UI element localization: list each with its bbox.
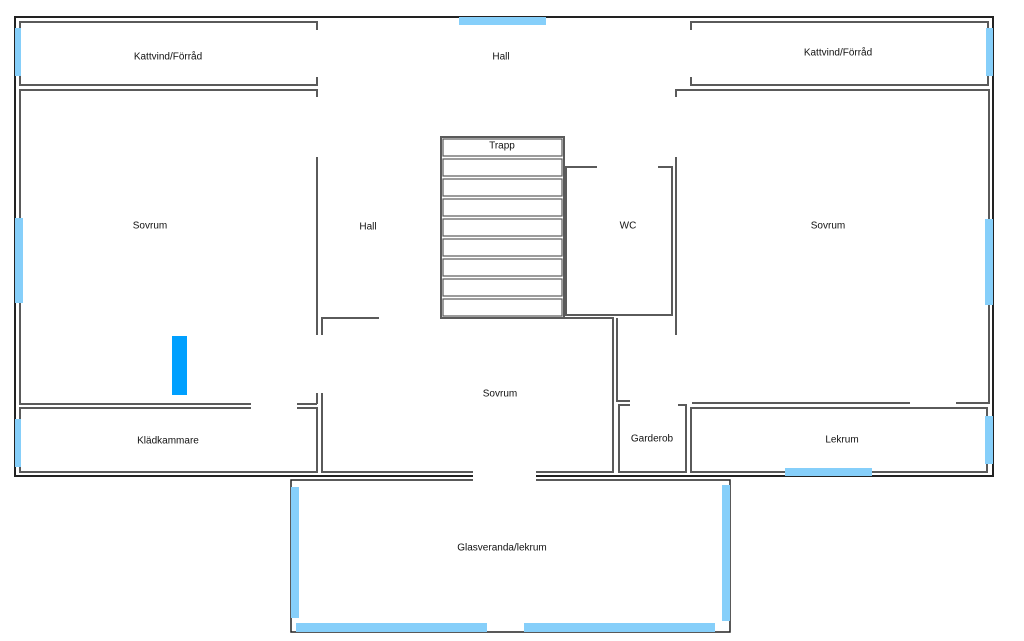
label-wc: WC <box>620 221 637 232</box>
room-wc <box>565 166 673 316</box>
stairs <box>440 136 565 319</box>
window <box>296 623 487 632</box>
window <box>291 487 299 618</box>
room-walk-in-closet <box>19 407 318 473</box>
window <box>15 28 21 76</box>
label-hall-left: Hall <box>359 222 376 233</box>
label-bedroom-center: Sovrum <box>483 389 517 400</box>
window <box>15 218 23 303</box>
label-playroom: Lekrum <box>825 435 858 446</box>
window <box>524 623 715 632</box>
label-hall-top: Hall <box>492 52 509 63</box>
window <box>15 419 21 467</box>
window <box>985 416 993 464</box>
heater-marker <box>172 336 187 395</box>
label-walk-in-closet: Klädkammare <box>137 436 199 447</box>
room-wardrobe <box>618 404 687 473</box>
stair-step <box>442 238 563 257</box>
label-storage-left: Kattvind/Förråd <box>134 51 202 63</box>
window <box>985 219 993 305</box>
window <box>459 17 546 25</box>
label-bedroom-right: Sovrum <box>811 221 845 232</box>
label-storage-right: Kattvind/Förråd <box>804 47 872 59</box>
label-glass-veranda: Glasveranda/lekrum <box>457 543 546 554</box>
window <box>785 468 872 476</box>
label-stairs: Trapp <box>489 141 515 152</box>
window <box>722 485 730 621</box>
stair-step <box>442 218 563 237</box>
room-bedroom-left <box>19 89 318 405</box>
stair-step <box>442 198 563 217</box>
stair-step <box>442 258 563 277</box>
windows <box>15 17 993 632</box>
room-glass-veranda <box>290 479 731 633</box>
stair-step <box>442 278 563 297</box>
label-wardrobe: Garderob <box>631 434 674 445</box>
stair-step <box>442 138 563 157</box>
label-bedroom-left: Sovrum <box>133 221 167 232</box>
stair-step <box>442 178 563 197</box>
stair-step <box>442 298 563 317</box>
stair-step <box>442 158 563 177</box>
room-bedroom-center <box>321 317 614 473</box>
window <box>986 28 993 76</box>
